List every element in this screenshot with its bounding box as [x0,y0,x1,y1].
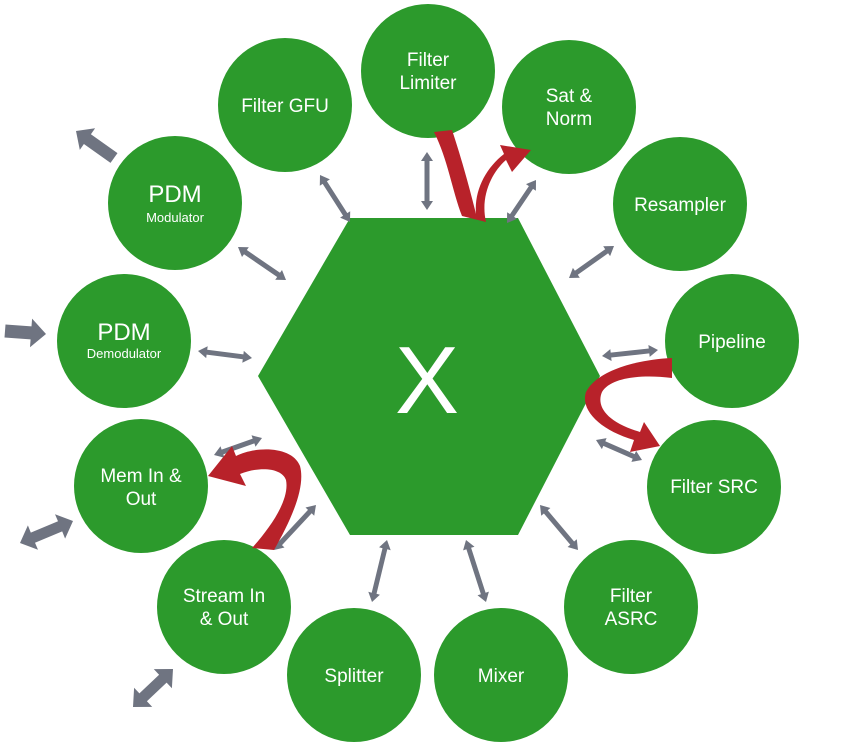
node-label-line: & Out [200,609,249,630]
node-stream-in-out[interactable]: Stream In & Out [157,540,291,674]
node-filter-limiter[interactable]: Filter Limiter [361,4,495,138]
node-resampler[interactable]: Resampler [613,137,747,271]
node-label-line: Pipeline [698,332,766,353]
node-subtitle: Demodulator [87,346,162,361]
flow-arrow-pipeline-to-filtersrc [584,358,672,452]
connector-mem-in-out [214,435,262,458]
io-arrow-stream [133,669,173,707]
node-filter-gfu[interactable]: Filter GFU [218,38,352,172]
hub-hexagon [258,218,600,535]
node-label-line: Splitter [324,666,384,687]
node-splitter[interactable]: Splitter [287,608,421,742]
node-label-line: Filter [610,586,653,607]
node-filter-asrc[interactable]: Filter ASRC [564,540,698,674]
node-mixer[interactable]: Mixer [434,608,568,742]
node-label-line: ASRC [605,609,658,630]
node-label-line: Out [126,489,157,510]
connector-pdm-demodulator [198,346,252,363]
connector-filter-gfu [319,175,351,222]
flow-arrow-stream-to-mem [208,446,302,550]
node-filter-src[interactable]: Filter SRC [647,420,781,554]
connector-mixer [463,540,489,602]
node-label-line: Resampler [634,195,727,216]
output-arrow-pdm-modulator [76,128,118,163]
node-label-line: Sat & [546,86,593,107]
node-label-line: Filter GFU [241,96,329,117]
connector-filter-limiter [421,152,433,210]
connector-stream-in-out [274,505,316,550]
node-pdm-modulator[interactable]: PDM Modulator [108,136,242,270]
connector-resampler [569,246,614,278]
flow-arrow-limiter-to-satnorm [434,130,531,222]
node-label-line: Mem In & [100,466,182,487]
external-io-arrows [4,128,173,707]
input-arrow-pdm-demodulator [4,318,46,348]
node-label-line: Norm [546,109,592,130]
connector-pipeline [602,345,658,361]
io-arrow-mem [20,514,73,550]
node-pipeline[interactable]: Pipeline [665,274,799,408]
node-label-line: Filter [407,50,450,71]
connector-splitter [368,540,391,602]
connector-filter-asrc [540,505,578,550]
node-label-line: Filter SRC [670,477,758,498]
connector-filter-src [596,438,642,462]
hub-label: X [395,327,459,434]
node-label-line: Stream In [183,586,265,607]
node-label-line: Mixer [478,666,525,687]
hub: X [258,218,600,535]
connector-arrows [198,152,658,602]
node-mem-in-out[interactable]: Mem In & Out [74,419,208,553]
node-pdm-demodulator[interactable]: PDM Demodulator [57,274,191,408]
node-title: PDM [97,319,150,346]
node-sat-norm[interactable]: Sat & Norm [502,40,636,174]
connector-sat-norm [507,180,536,223]
node-subtitle: Modulator [146,210,204,225]
connector-pdm-modulator [238,247,286,280]
node-title: PDM [148,181,201,208]
node-label-line: Limiter [399,73,457,94]
